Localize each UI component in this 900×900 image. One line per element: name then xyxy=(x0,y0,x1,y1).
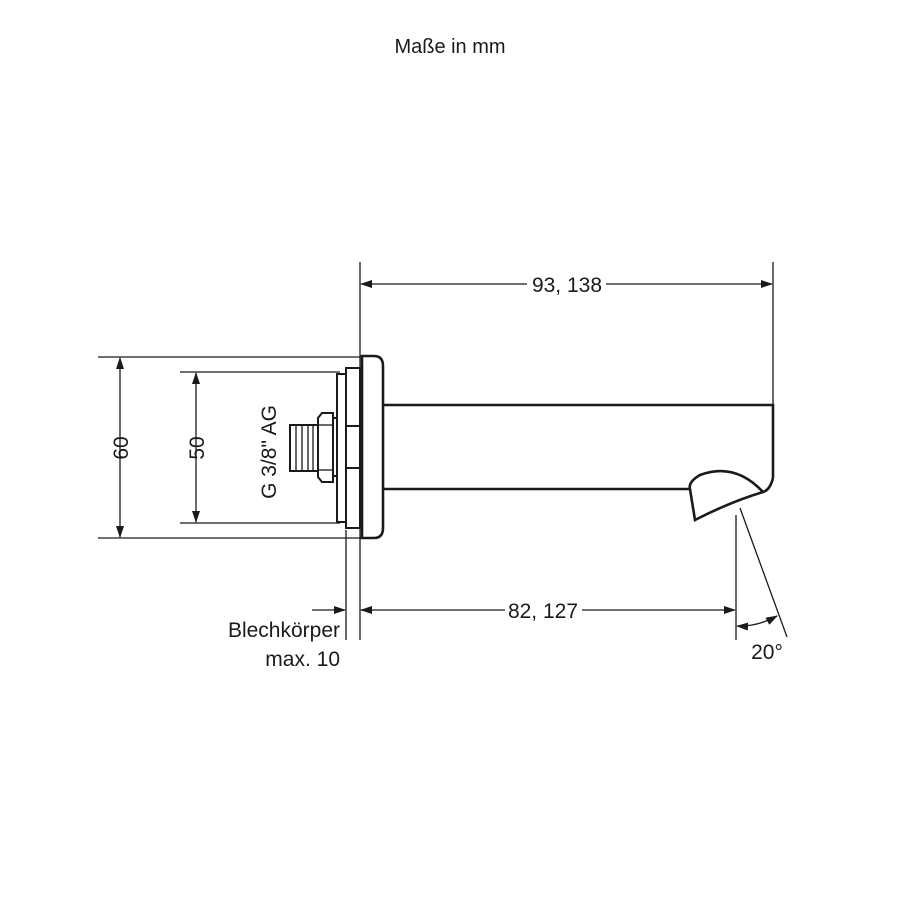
label-height-inner: 50 xyxy=(186,436,209,459)
mounting-plate xyxy=(336,373,347,523)
label-sheet-body: Blechkörper xyxy=(228,619,340,642)
label-angle: 20° xyxy=(751,641,783,664)
units-title: Maße in mm xyxy=(394,36,505,58)
sheet-body xyxy=(345,367,361,529)
label-height-outer: 60 xyxy=(110,436,133,459)
spout-outline xyxy=(289,354,775,540)
spout-tube-top xyxy=(383,403,775,478)
threaded-stub xyxy=(289,424,319,472)
dim-angle: 20° xyxy=(736,615,783,664)
dim-height-inner: 50 xyxy=(186,372,209,523)
label-sheet-max: max. 10 xyxy=(265,648,340,671)
dim-total-length: 93, 138 xyxy=(360,274,773,297)
label-spout-length: 82, 127 xyxy=(508,600,578,623)
dim-spout-length: 82, 127 xyxy=(360,600,736,623)
aerator-outlet xyxy=(688,469,775,522)
hex-nut xyxy=(317,412,334,483)
label-total-length: 93, 138 xyxy=(532,274,602,297)
dim-height-outer: 60 xyxy=(110,357,133,538)
extension-lines xyxy=(98,262,788,640)
wall-rosette xyxy=(360,354,385,540)
label-thread: G 3/8" AG xyxy=(258,405,281,499)
